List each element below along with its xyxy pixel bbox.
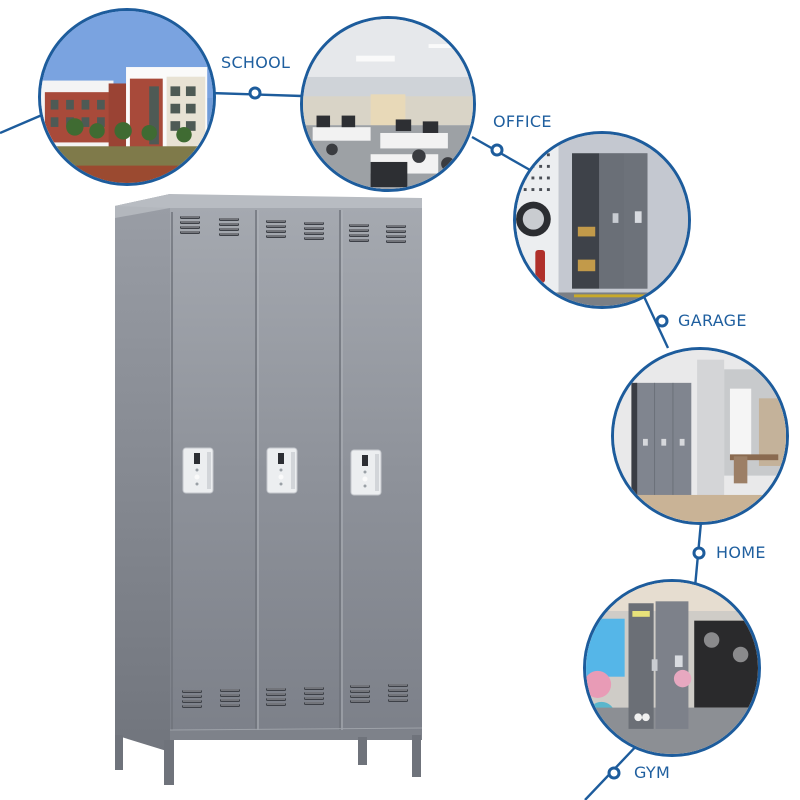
scene-home-photo [611, 347, 789, 525]
office-interior-photo-icon [303, 19, 473, 189]
node-dot-office [490, 143, 504, 157]
scene-office-photo [300, 16, 476, 192]
node-dot-home [692, 546, 706, 560]
home-locker-photo-icon [614, 350, 786, 522]
scene-label-school: SCHOOL [221, 53, 291, 72]
node-dot-school [248, 86, 262, 100]
scene-label-home: HOME [716, 543, 766, 562]
school-building-photo-icon [41, 11, 213, 183]
node-dot-garage [655, 314, 669, 328]
scene-label-office: OFFICE [493, 112, 552, 131]
scene-gym-photo [583, 579, 761, 757]
scene-school-photo [38, 8, 216, 186]
node-dot-gym [607, 766, 621, 780]
scene-label-gym: GYM [634, 763, 671, 782]
scene-label-garage: GARAGE [678, 311, 747, 330]
gym-locker-photo-icon [586, 582, 758, 754]
scene-garage-photo [513, 131, 691, 309]
garage-locker-photo-icon [516, 134, 688, 306]
